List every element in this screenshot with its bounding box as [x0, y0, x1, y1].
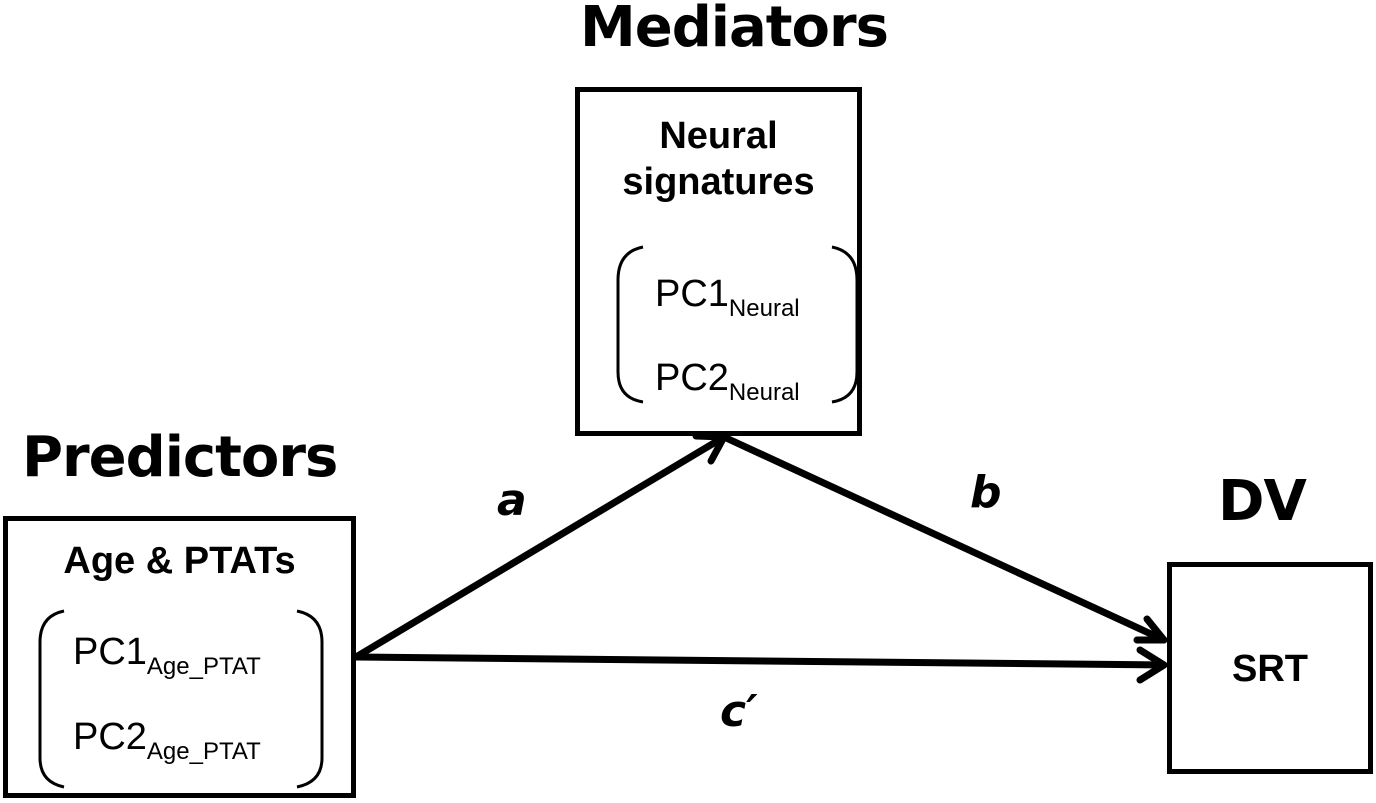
- neural-signatures-label: Neural signatures: [580, 114, 857, 205]
- pc1-neural: PC1Neural: [655, 273, 800, 322]
- pc1-age-ptat: PC1Age_PTAT: [73, 631, 261, 680]
- mediators-node: Neural signatures PC1Neural PC2Neural: [575, 87, 862, 436]
- edge-b-line: [722, 433, 1166, 644]
- predictors-node: Age & PTATs PC1Age_PTAT PC2Age_PTAT: [3, 516, 356, 798]
- dv-title: DV: [1218, 469, 1307, 534]
- edge-a-label: a: [497, 475, 527, 526]
- edge-a-line: [354, 433, 726, 661]
- pc2-neural: PC2Neural: [655, 357, 800, 406]
- neural-label-line2: signatures: [622, 160, 815, 203]
- predictors-title: Predictors: [22, 425, 338, 490]
- mediators-title: Mediators: [580, 0, 889, 60]
- neural-label-line1: Neural: [659, 115, 778, 157]
- edge-c-prime-label: c′: [720, 686, 758, 737]
- edge-c-prime-arrowhead: [1136, 646, 1168, 684]
- edge-c-prime-line: [355, 653, 1165, 669]
- pc2-age-ptat: PC2Age_PTAT: [73, 716, 261, 765]
- edge-b-label: b: [970, 467, 1002, 518]
- edge-b-arrowhead: [1133, 615, 1168, 644]
- age-ptats-label: Age & PTATs: [63, 540, 296, 582]
- edge-a-arrowhead: [692, 432, 728, 465]
- dv-node: SRT: [1167, 562, 1373, 774]
- srt-label: SRT: [1232, 648, 1308, 690]
